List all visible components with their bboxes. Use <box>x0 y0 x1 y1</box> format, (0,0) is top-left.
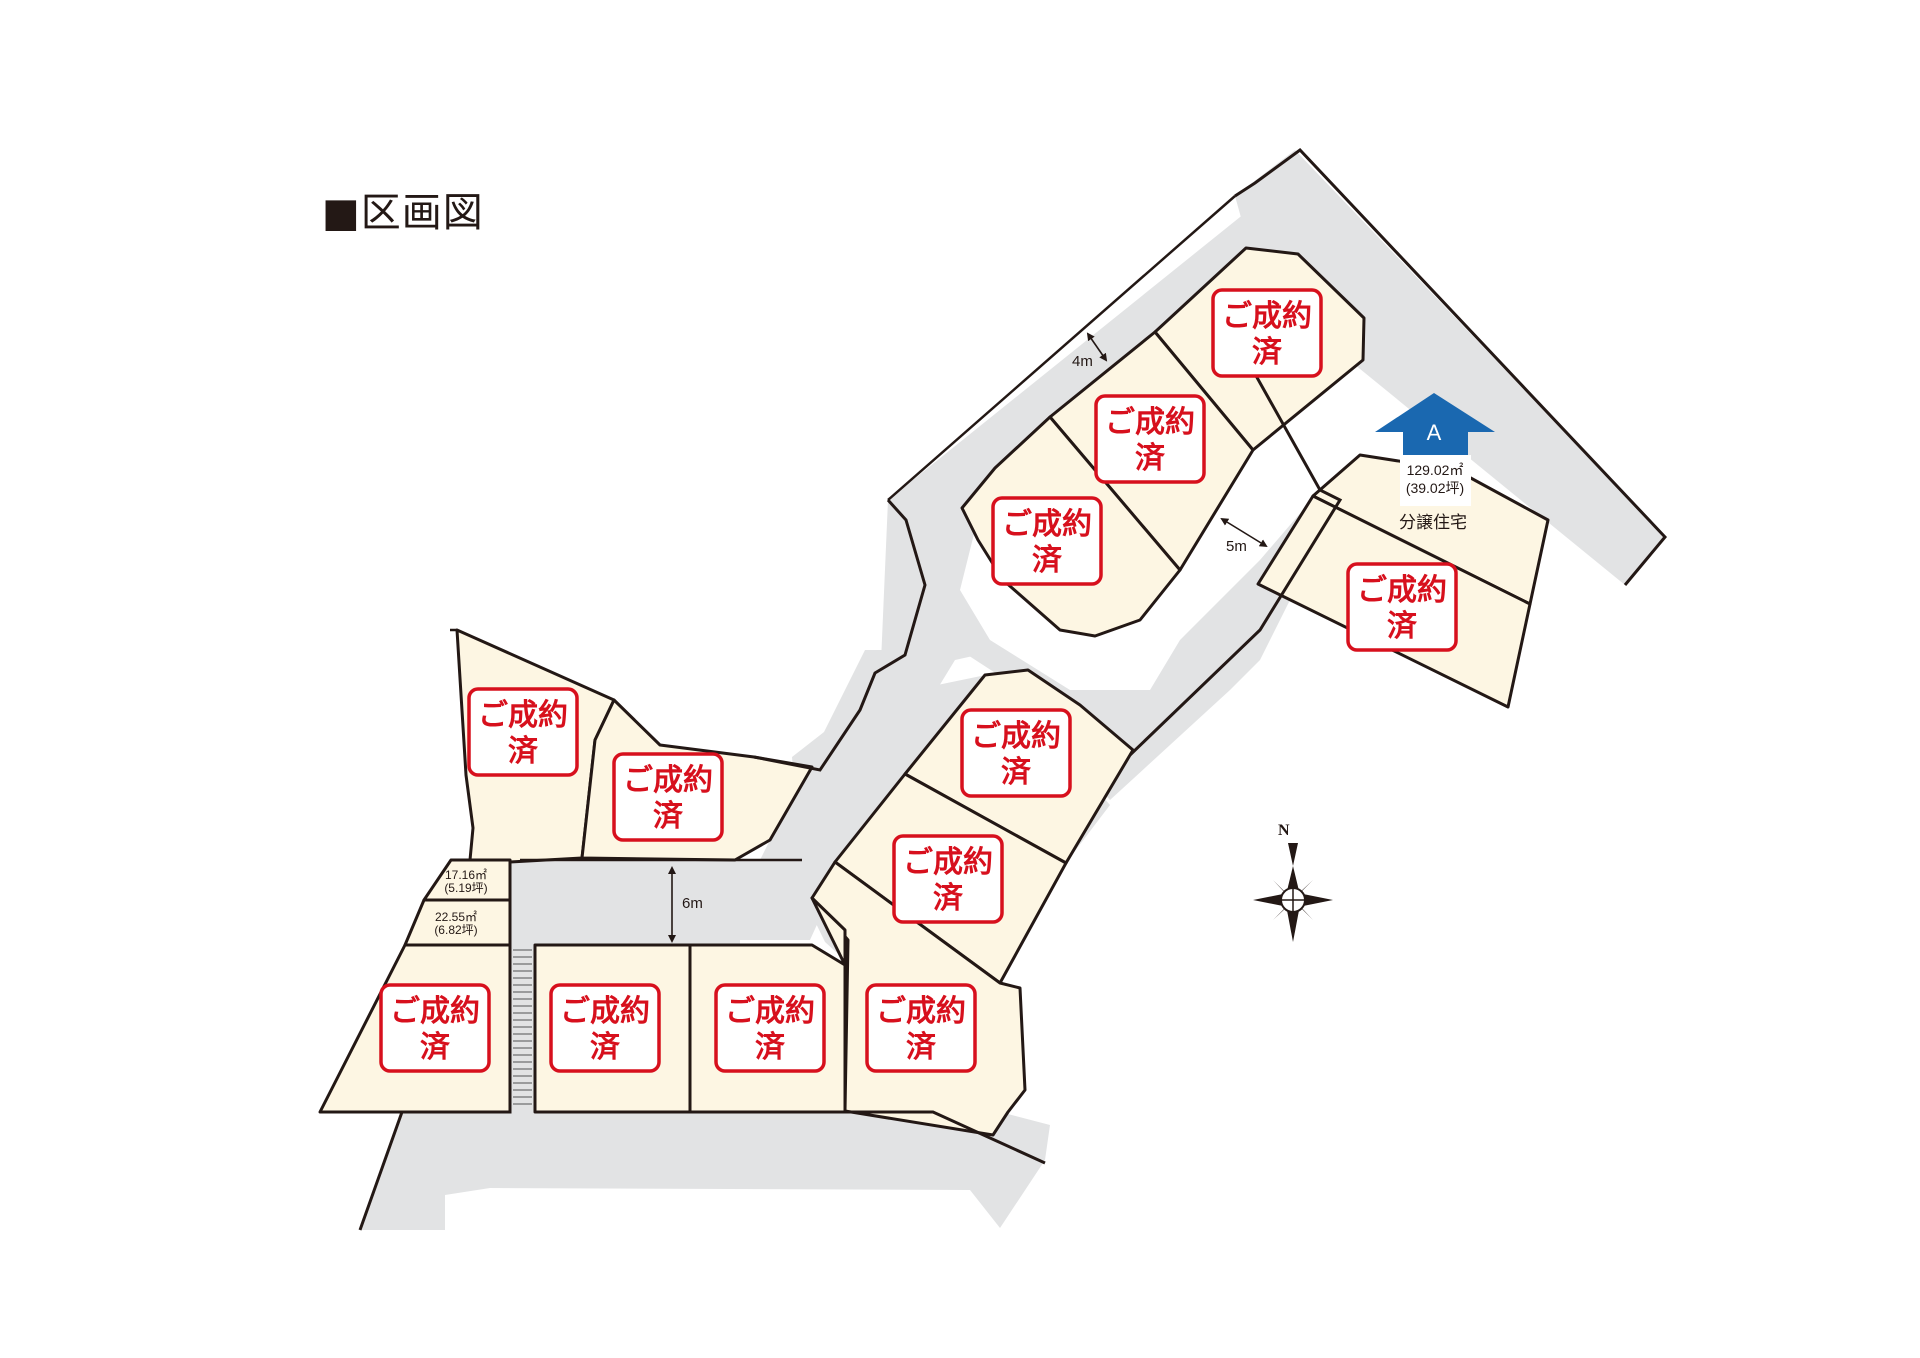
sold-stamp-line1: ご成約 <box>1222 299 1312 334</box>
sold-stamp-line1: ご成約 <box>623 763 713 798</box>
page-title: ■区画図 <box>322 190 484 236</box>
small-lot-2-area-tsubo: (6.82坪) <box>434 923 477 937</box>
sold-stamp-line1: ご成約 <box>903 845 993 880</box>
sold-stamp-line2: 済 <box>933 881 964 916</box>
sold-stamp-line1: ご成約 <box>390 994 480 1029</box>
crosswalk <box>513 949 532 1105</box>
sold-stamp-line1: ご成約 <box>971 719 1061 754</box>
sale-lot-area-m2: 129.02㎡ <box>1407 462 1464 478</box>
sale-lot-letter: A <box>1427 420 1442 445</box>
sold-stamp-line2: 済 <box>1387 609 1418 644</box>
road-northeast <box>1235 150 1665 585</box>
boundary-lines <box>320 148 1668 1231</box>
road-width-middle: 5m <box>1226 538 1247 555</box>
road-dimensions: 4m 5m 6m <box>668 332 1268 943</box>
lot-bottom-4 <box>810 896 847 967</box>
sold-stamp-line1: ご成約 <box>560 994 650 1029</box>
road-south <box>360 1112 1050 1230</box>
road-width-lower: 6m <box>682 895 703 912</box>
road-6m <box>510 650 1000 1112</box>
sold-stamp-line2: 済 <box>1252 335 1283 370</box>
sold-stamp-line1: ご成約 <box>876 994 966 1029</box>
road-width-upper: 4m <box>1072 353 1093 370</box>
sale-lot-a[interactable]: A 129.02㎡ (39.02坪) 分譲住宅 <box>1375 393 1495 533</box>
sold-stamp-line2: 済 <box>755 1030 786 1065</box>
sold-stamp-line2: 済 <box>906 1030 937 1065</box>
sold-stamp-line1: ご成約 <box>1357 573 1447 608</box>
sold-stamps: ご成約済ご成約済ご成約済ご成約済ご成約済ご成約済ご成約済ご成約済ご成約済ご成約済… <box>379 288 1458 1073</box>
sold-stamp-line1: ご成約 <box>478 698 568 733</box>
compass-rose-icon: N <box>1253 822 1333 942</box>
sold-stamp-line1: ご成約 <box>725 994 815 1029</box>
sold-stamp-line2: 済 <box>1032 543 1063 578</box>
sold-stamp-line2: 済 <box>590 1030 621 1065</box>
sold-stamp-line2: 済 <box>1001 755 1032 790</box>
sold-stamp-line1: ご成約 <box>1002 507 1092 542</box>
sold-stamp-line2: 済 <box>653 799 684 834</box>
small-lot-labels: 17.16㎡ (5.19坪) 22.55㎡ (6.82坪) <box>434 868 487 937</box>
compass-north-label: N <box>1278 822 1290 839</box>
sale-lot-label: 分譲住宅 <box>1399 513 1467 533</box>
small-lot-2-area-m2: 22.55㎡ <box>435 910 477 924</box>
small-lot-1-area-tsubo: (5.19坪) <box>444 881 487 895</box>
sold-stamp-line2: 済 <box>1135 441 1166 476</box>
small-lot-1-area-m2: 17.16㎡ <box>445 868 487 882</box>
sale-lot-area-tsubo: (39.02坪) <box>1406 480 1464 496</box>
sold-stamp-line2: 済 <box>508 734 539 769</box>
sold-stamp-line2: 済 <box>420 1030 451 1065</box>
sold-stamp-line1: ご成約 <box>1105 405 1195 440</box>
